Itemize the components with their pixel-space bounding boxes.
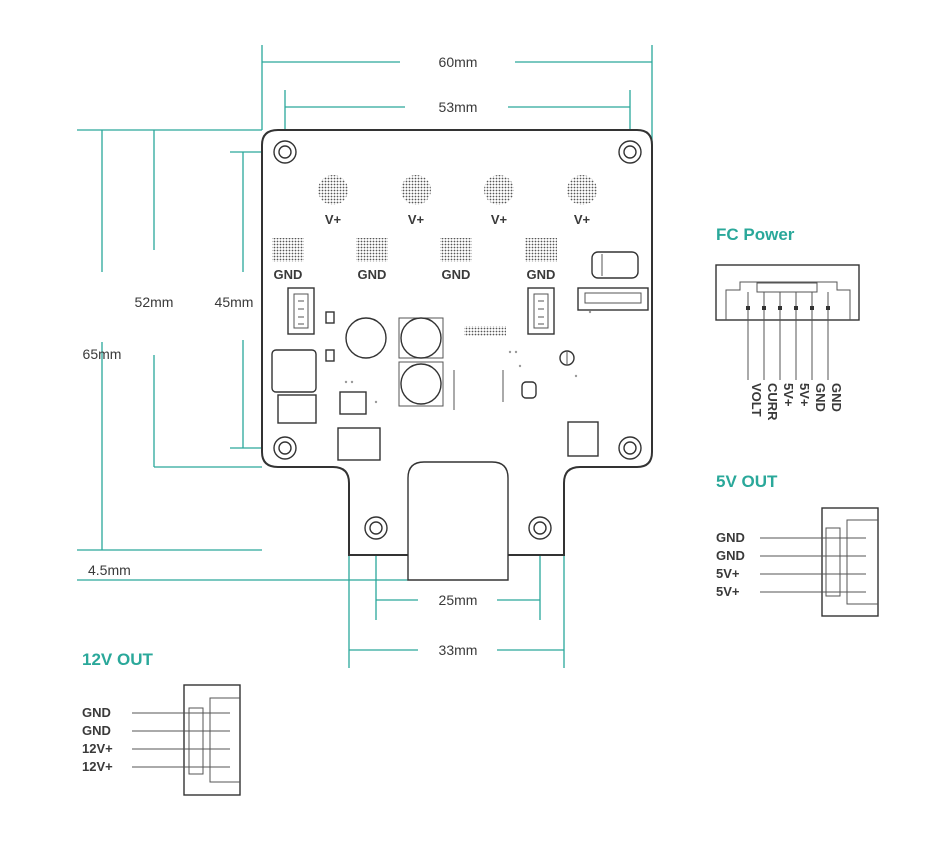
mounting-hole bbox=[273, 436, 297, 460]
pcb-board: V+ V+ V+ V+ GND GND GND GND bbox=[261, 129, 653, 581]
vplus-pad bbox=[567, 175, 597, 205]
out-12v-connector: GND GND 12V+ 12V+ bbox=[82, 684, 241, 796]
led bbox=[325, 311, 335, 324]
fc-power-title: FC Power bbox=[716, 225, 795, 244]
ic-chip bbox=[339, 391, 367, 415]
mounting-hole bbox=[618, 140, 642, 164]
onboard-connector-5v bbox=[527, 287, 555, 335]
vplus-pad bbox=[484, 175, 514, 205]
dim-33mm: 33mm bbox=[439, 642, 478, 658]
capacitor bbox=[345, 317, 387, 359]
regulator-chip bbox=[277, 394, 317, 424]
out-12v-pin-label: 12V+ bbox=[82, 759, 113, 774]
inductor bbox=[271, 349, 317, 393]
gnd-pad bbox=[272, 238, 304, 262]
dimension-labels: 60mm 53mm 65mm 52mm 45mm 4.5mm 25mm 33mm bbox=[83, 54, 478, 658]
gnd-pad bbox=[525, 238, 557, 262]
onboard-connector-fc-power bbox=[577, 287, 649, 311]
fc-power-pin-label: 5V+ bbox=[781, 383, 796, 407]
mounting-hole bbox=[273, 140, 297, 164]
fc-power-pin-label: VOLT bbox=[749, 383, 764, 417]
vplus-label: V+ bbox=[574, 212, 591, 227]
vplus-pad bbox=[318, 175, 348, 205]
out-5v-pin-label: GND bbox=[716, 548, 745, 563]
dim-53mm: 53mm bbox=[439, 99, 478, 115]
dimension-lines bbox=[77, 45, 653, 668]
capacitor bbox=[400, 363, 442, 405]
out-12v-pin-label: GND bbox=[82, 705, 111, 720]
led bbox=[325, 349, 335, 362]
dim-45mm: 45mm bbox=[215, 294, 254, 310]
vplus-label: V+ bbox=[325, 212, 342, 227]
silkscreen-marks bbox=[344, 310, 592, 404]
vplus-pad bbox=[401, 175, 431, 205]
power-chip bbox=[567, 421, 599, 457]
mounting-hole bbox=[364, 516, 388, 540]
out-5v-connector: GND GND 5V+ 5V+ bbox=[716, 507, 879, 617]
vplus-label: V+ bbox=[408, 212, 425, 227]
onboard-connector-12v bbox=[287, 287, 315, 335]
fuse-component bbox=[521, 381, 537, 399]
fc-power-connector: VOLT CURR 5V+ 5V+ GND GND bbox=[715, 264, 860, 421]
dim-60mm: 60mm bbox=[439, 54, 478, 70]
gnd-label: GND bbox=[442, 267, 471, 282]
vplus-label: V+ bbox=[491, 212, 508, 227]
gnd-pad bbox=[440, 238, 472, 262]
dim-4-5mm: 4.5mm bbox=[88, 562, 131, 578]
fc-power-pin-label: GND bbox=[813, 383, 828, 412]
out-12v-pin-label: 12V+ bbox=[82, 741, 113, 756]
out-5v-title: 5V OUT bbox=[716, 472, 778, 491]
out-5v-pin-label: 5V+ bbox=[716, 584, 740, 599]
dim-52mm: 52mm bbox=[135, 294, 174, 310]
resistor-array bbox=[464, 326, 506, 336]
gnd-pad bbox=[356, 238, 388, 262]
dim-65mm: 65mm bbox=[83, 346, 122, 362]
mounting-hole bbox=[528, 516, 552, 540]
power-chip bbox=[337, 427, 381, 461]
gnd-label: GND bbox=[274, 267, 303, 282]
crystal-component bbox=[591, 251, 639, 279]
out-12v-title: 12V OUT bbox=[82, 650, 153, 669]
gnd-label: GND bbox=[527, 267, 556, 282]
fc-power-pin-label: GND bbox=[829, 383, 844, 412]
dim-25mm: 25mm bbox=[439, 592, 478, 608]
fc-power-pin-label: CURR bbox=[765, 383, 780, 421]
mounting-hole bbox=[618, 436, 642, 460]
out-5v-pin-label: 5V+ bbox=[716, 566, 740, 581]
gnd-label: GND bbox=[358, 267, 387, 282]
capacitor-footprint bbox=[398, 361, 444, 407]
capacitor bbox=[400, 317, 442, 359]
out-12v-pin-label: GND bbox=[82, 723, 111, 738]
xt60-connector bbox=[407, 461, 509, 581]
fc-power-pin-label: 5V+ bbox=[797, 383, 812, 407]
out-5v-pin-label: GND bbox=[716, 530, 745, 545]
fc-power-pins bbox=[746, 292, 830, 380]
